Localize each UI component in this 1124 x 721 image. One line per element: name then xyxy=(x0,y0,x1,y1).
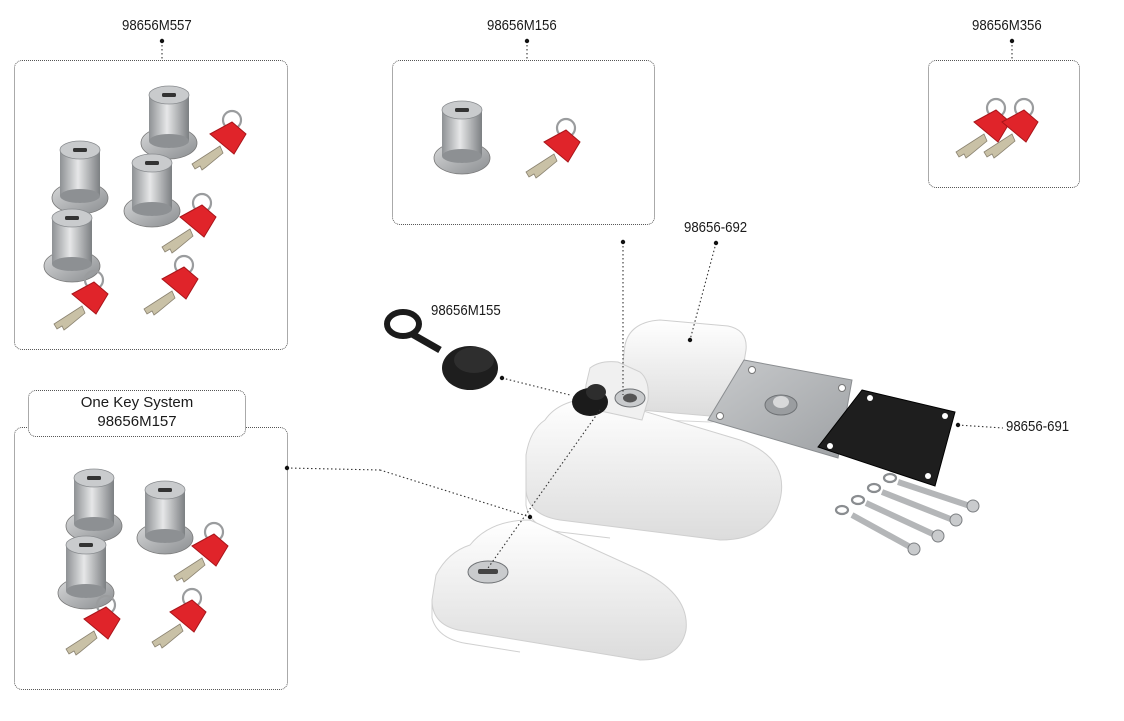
front-lock-body xyxy=(431,519,687,661)
label-cap-155: 98656M155 xyxy=(431,302,501,319)
one-key-title: One Key System xyxy=(80,394,194,411)
kit-356-frame xyxy=(928,60,1080,188)
black-cap-155 xyxy=(384,309,498,390)
label-gasket-691: 98656-691 xyxy=(1006,418,1070,435)
label-kit-356: 98656M356 xyxy=(972,17,1042,34)
kit-156-contents xyxy=(433,100,582,180)
kit-557-frame xyxy=(14,60,288,350)
leader-lines xyxy=(161,41,1013,569)
black-cap-on-body xyxy=(572,384,608,416)
kit-557-contents xyxy=(43,85,248,332)
one-key-label-frame: One Key System 98656M157 xyxy=(28,390,246,437)
label-kit-557: 98656M557 xyxy=(122,17,192,34)
kit-157-contents xyxy=(57,468,230,657)
screws-and-washers xyxy=(834,472,980,556)
one-key-code: 98656M157 xyxy=(97,413,177,430)
label-cover-692: 98656-692 xyxy=(684,219,748,236)
kit-356-contents xyxy=(954,97,1040,160)
kit-156-frame xyxy=(392,60,655,225)
leader-dots xyxy=(159,38,1015,520)
black-gasket-691 xyxy=(817,389,956,487)
label-kit-156: 98656M156 xyxy=(487,17,557,34)
